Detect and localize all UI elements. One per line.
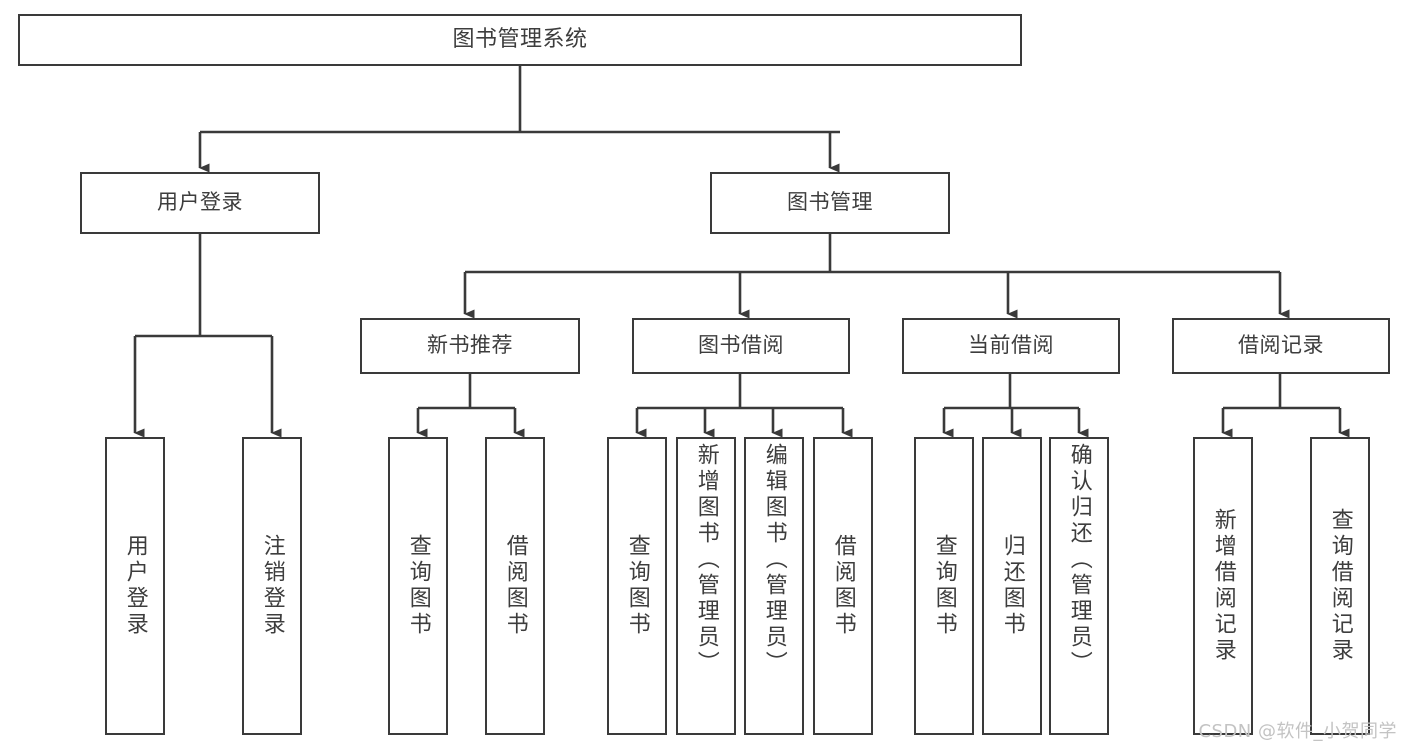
node-new-book-recommend[interactable]: 新书推荐 [360,318,580,374]
node-label: 图书管理系统 [452,26,588,52]
node-leaf-borrow-book-borrow[interactable]: 借阅图书 [813,437,873,735]
node-label: 新增借阅记录 [1210,508,1236,664]
node-label: 新增图书（管理员） [693,443,719,677]
node-label: 确认归还（管理员） [1066,443,1092,677]
node-leaf-return-book[interactable]: 归还图书 [982,437,1042,735]
node-book-manage[interactable]: 图书管理 [710,172,950,234]
node-label: 借阅图书 [830,534,856,638]
node-label: 用户登录 [157,190,243,215]
node-label: 用户登录 [122,534,148,638]
node-label: 借阅记录 [1238,333,1324,358]
node-label: 编辑图书（管理员） [761,443,787,677]
node-leaf-confirm-return[interactable]: 确认归还（管理员） [1049,437,1109,735]
node-label: 查询图书 [931,534,957,638]
node-borrow-record[interactable]: 借阅记录 [1172,318,1390,374]
node-label: 借阅图书 [502,534,528,638]
node-current-borrow[interactable]: 当前借阅 [902,318,1120,374]
node-label: 查询借阅记录 [1327,508,1353,664]
node-root-system[interactable]: 图书管理系统 [18,14,1022,66]
node-leaf-add-borrow-record[interactable]: 新增借阅记录 [1193,437,1253,735]
node-label: 图书借阅 [698,333,784,358]
node-label: 当前借阅 [968,333,1054,358]
node-leaf-borrow-book-recommend[interactable]: 借阅图书 [485,437,545,735]
node-label: 新书推荐 [427,333,513,358]
node-leaf-logout[interactable]: 注销登录 [242,437,302,735]
node-leaf-edit-book[interactable]: 编辑图书（管理员） [744,437,804,735]
node-book-borrow[interactable]: 图书借阅 [632,318,850,374]
node-leaf-query-book-current[interactable]: 查询图书 [914,437,974,735]
node-label: 注销登录 [259,534,285,638]
node-leaf-user-login[interactable]: 用户登录 [105,437,165,735]
node-leaf-query-borrow-record[interactable]: 查询借阅记录 [1310,437,1370,735]
csdn-watermark: CSDN @软件_小贺同学 [1198,721,1397,742]
node-label: 查询图书 [405,534,431,638]
node-leaf-query-book-borrow[interactable]: 查询图书 [607,437,667,735]
node-leaf-query-book-recommend[interactable]: 查询图书 [388,437,448,735]
node-user-login[interactable]: 用户登录 [80,172,320,234]
node-label: 归还图书 [999,534,1025,638]
node-leaf-add-book[interactable]: 新增图书（管理员） [676,437,736,735]
node-label: 查询图书 [624,534,650,638]
node-label: 图书管理 [787,190,873,215]
